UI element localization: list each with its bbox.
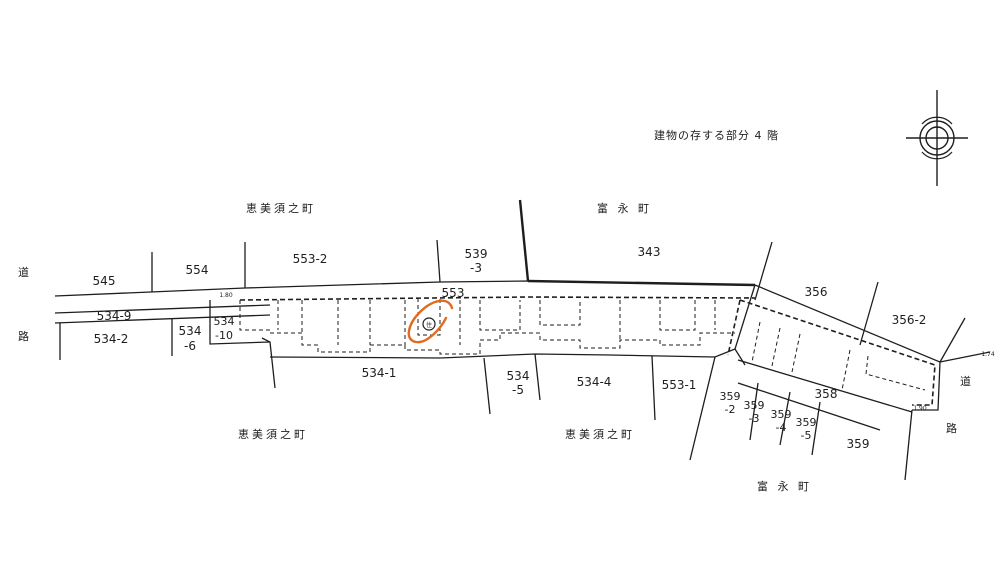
lot-534-10-sub: -10 [215,329,233,342]
divider-359-4 [811,401,821,456]
road-label-left-a: 道 [18,265,32,279]
lot-545: 545 [93,274,116,288]
town-ebisu-south-left: 恵美須之町 [238,427,308,441]
lot-553: 553 [442,286,465,300]
divider-534-4-553-1 [651,355,656,421]
lot-534-9-boundary [54,304,271,314]
divider-358-359-north [737,359,913,413]
lot-539-3-sub: -3 [470,261,482,275]
divider-359-row [737,382,881,431]
lot-359-5-sub: -5 [801,429,812,442]
dimension-180: 1.80 [219,292,233,299]
lot-534-9: 534-9 [97,309,132,323]
divider-359-3 [779,391,791,446]
divider-359-east [904,409,913,481]
tominaga-boundary [527,279,756,287]
town-ebisu-south-mid: 恵美須之町 [565,427,635,441]
road-boundary-east [754,284,941,411]
lot-534-5-sub: -5 [512,383,524,397]
divider-534-5-534-4 [534,353,541,401]
lot-534-10-main: 534 [214,315,235,328]
road-label-right-b: 路 [946,422,960,435]
building-outline-east-west [727,299,741,356]
town-ebisu-north: 恵美須之町 [246,201,316,215]
lot-539-3-main: 539 [465,247,488,261]
divider-534-1-west [261,337,276,389]
lot-359-2-sub: -2 [725,403,736,416]
divider-553-2-539 [436,239,441,283]
dimension-leader-174 [939,351,991,363]
lot-534-2: 534-2 [94,332,129,346]
lot-553-2: 553-2 [293,252,328,266]
town-tominaga-south: 富 永 町 [757,479,812,493]
unit-divider [479,300,521,331]
unit-divider-east [771,327,781,367]
lot-359: 359 [847,437,870,451]
unit-divider [659,300,696,331]
lot-359-3-sub: -3 [749,412,760,425]
north-arrow-icon [906,90,968,186]
divider-534-1-534-5 [483,357,491,415]
floor-note: 建物の存する部分 4 階 [654,128,779,142]
lot-359-3-main: 359 [744,399,765,412]
divider-534-10 [209,300,271,345]
road-label-left-b: 路 [18,330,32,343]
lot-534-6-sub: -6 [184,339,196,353]
building-symbol-label: 住 [426,321,432,329]
lot-356: 356 [805,285,828,299]
lot-554: 554 [186,263,209,277]
highlight-mark [407,299,454,344]
unit-divider-east [791,333,801,373]
town-tominaga-north: 富 永 町 [597,201,652,215]
east-block-west-edge [734,284,756,350]
lot-359-5-main: 359 [796,416,817,429]
lot-359-4-main: 359 [771,408,792,421]
lot-534-1: 534-1 [362,366,397,380]
building-outline-east [739,299,936,406]
divider-356-356-2 [859,281,879,346]
lot-359-2-main: 359 [720,390,741,403]
unit-divider [539,300,581,326]
dimension-174: 1.74 [981,351,995,358]
lot-534-5-main: 534 [507,369,530,383]
lot-358: 358 [815,387,838,401]
building-symbol: 住 [422,317,436,331]
lot-356-2: 356-2 [892,313,927,327]
unit-outline-target [417,298,441,336]
lot-343: 343 [638,245,661,259]
dimension-190: 1.90 [913,405,927,412]
divider-553-1-359 [689,356,716,461]
lot-359-4-sub: -4 [776,421,787,434]
east-block-south-jog [734,348,746,366]
lot-534-6-main: 534 [179,324,202,338]
unit-divider-east [751,321,761,363]
lot-534-9-south-boundary [54,314,271,324]
road-boundary-south [269,348,736,359]
unit-divider-east [841,349,851,391]
building-outline-south [239,300,735,355]
town-boundary-line [518,199,530,282]
unit-divider-east [865,355,926,391]
building-outline-north [239,296,756,301]
divider-359-2 [749,382,759,441]
road-label-right-a: 道 [960,374,974,388]
lot-553-1: 553-1 [662,378,697,392]
lot-534-4: 534-4 [577,375,612,389]
divider-356-2-road [939,317,966,363]
divider-north-356 [754,241,773,301]
